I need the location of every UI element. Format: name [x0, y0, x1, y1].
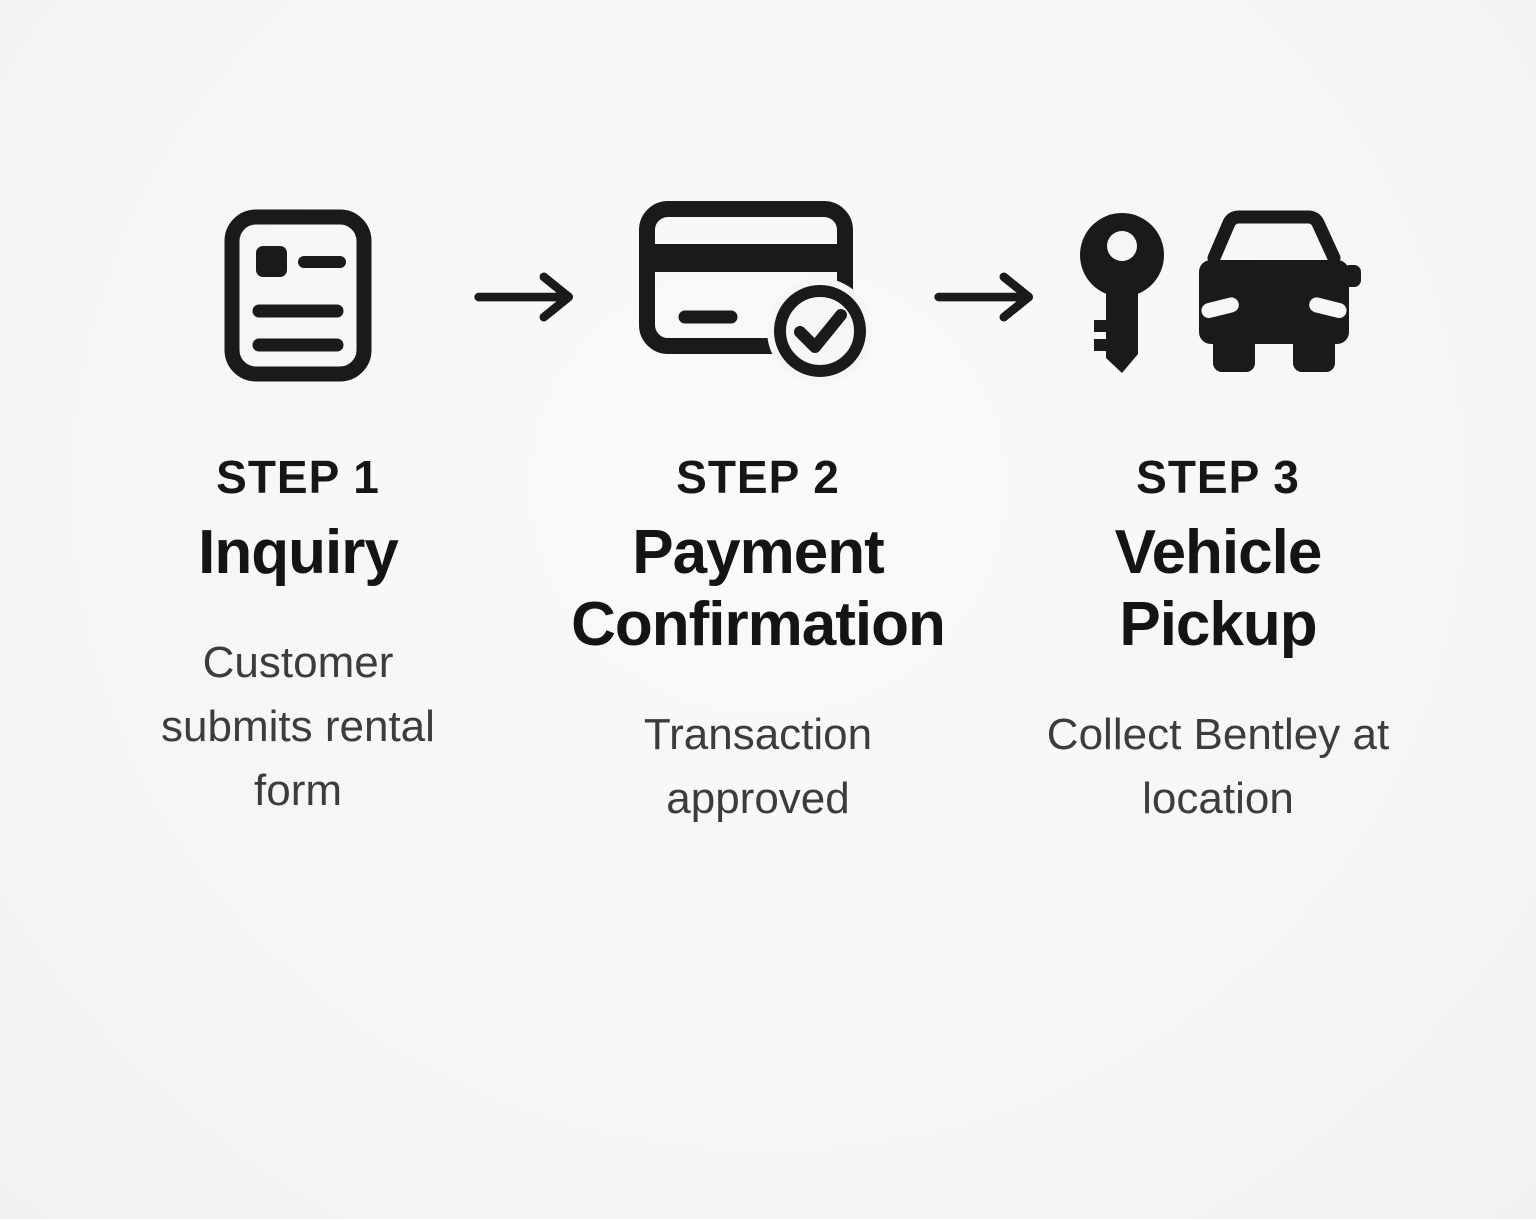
- step-3-icon-box: [1073, 195, 1363, 395]
- connector-1: [471, 267, 586, 327]
- connector-2: [931, 267, 1046, 327]
- rental-form-icon: [224, 209, 372, 381]
- step-1-title: Inquiry: [198, 518, 399, 588]
- step-3-vehicle-pickup: STEP 3 Vehicle Pickup Collect Bentley at…: [1046, 195, 1391, 831]
- headlight-right: [1309, 296, 1347, 318]
- step-2-label: STEP 2: [676, 451, 840, 503]
- step-1-label: STEP 1: [216, 451, 380, 503]
- step-2-title: Payment Confirmation: [571, 518, 946, 660]
- step-1-icon-box: [223, 195, 373, 395]
- step-2-description: Transaction approved: [643, 710, 873, 823]
- step-3-label: STEP 3: [1136, 451, 1300, 503]
- car-icon: [1199, 210, 1361, 372]
- step-3-title: Vehicle Pickup: [1114, 518, 1323, 660]
- step-1-inquiry: STEP 1 Inquiry Customer submits rental f…: [126, 195, 471, 822]
- key-icon: [1080, 212, 1164, 373]
- checkmark-icon: [794, 309, 847, 353]
- headlight-left: [1201, 296, 1239, 318]
- process-flow-diagram: STEP 1 Inquiry Customer submits rental f…: [126, 195, 1391, 831]
- step-2-payment-confirmation: STEP 2 Payment Confirmation Transaction …: [571, 195, 946, 831]
- key-and-car-icon: [1080, 210, 1361, 373]
- arrow-right-icon: [473, 272, 573, 322]
- step-1-description: Customer submits rental form: [161, 638, 435, 815]
- step-3-description: Collect Bentley at location: [1046, 710, 1390, 823]
- step-2-icon-box: [638, 195, 878, 395]
- arrow-right-icon: [933, 272, 1033, 322]
- credit-card-approved-icon: [639, 201, 873, 384]
